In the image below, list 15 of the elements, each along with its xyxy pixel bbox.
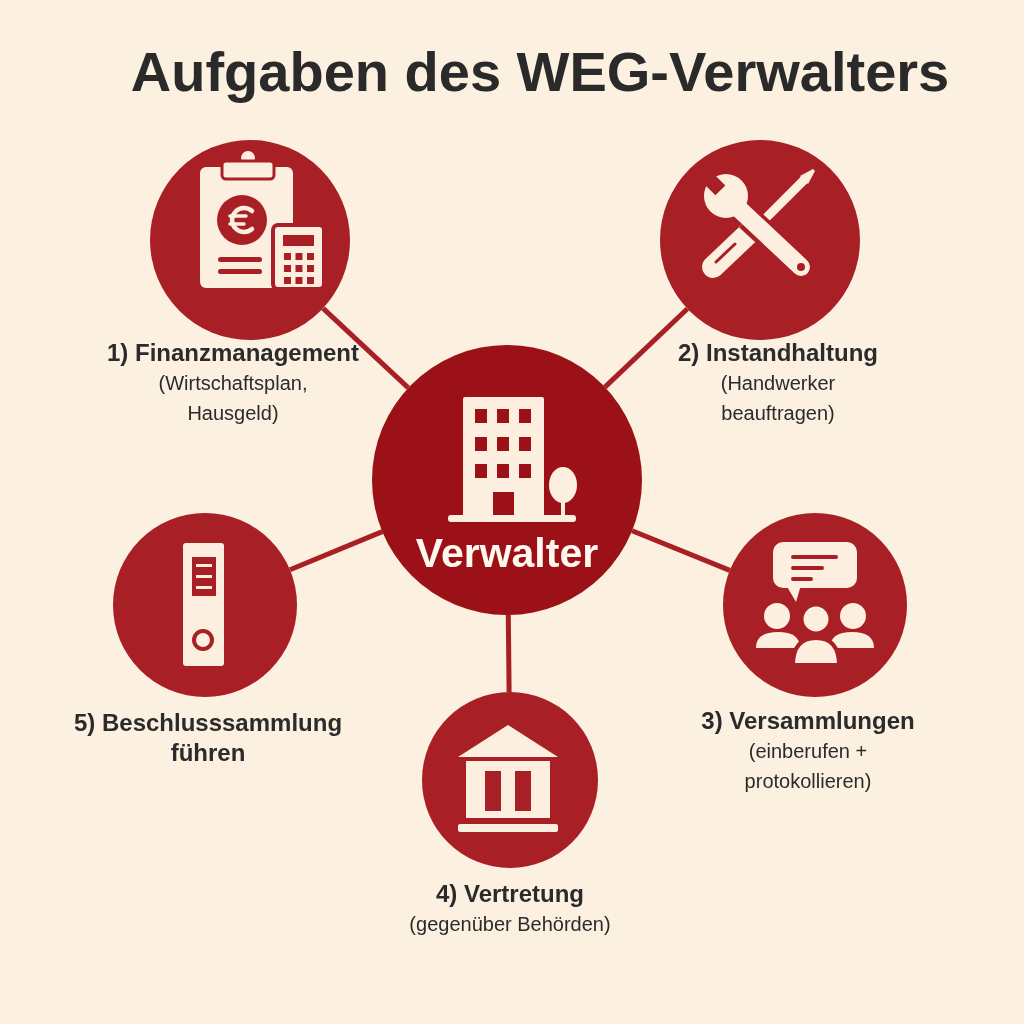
task-description: (Handwerker beauftragen) xyxy=(719,371,837,426)
connector-line xyxy=(289,529,384,573)
task-description: (gegenüber Behörden) xyxy=(409,912,611,937)
task-description: (Wirtschaftsplan, Hausgeld) xyxy=(157,371,309,426)
task-heading: 5) Beschlusssammlung führen xyxy=(72,708,344,768)
connector-line xyxy=(505,614,512,693)
hub-label: Verwalter xyxy=(415,529,599,577)
task-heading: 2) Instandhaltung xyxy=(678,338,878,368)
connector-line xyxy=(603,307,690,389)
task-heading: 1) Finanzmanagement xyxy=(107,338,359,368)
connector-line xyxy=(321,306,410,390)
task-description: (einberufen + protokollieren) xyxy=(743,739,873,794)
task-heading: 4) Vertretung xyxy=(436,879,584,909)
connector-line xyxy=(631,528,731,573)
task-heading: 3) Versammlungen xyxy=(701,706,915,736)
